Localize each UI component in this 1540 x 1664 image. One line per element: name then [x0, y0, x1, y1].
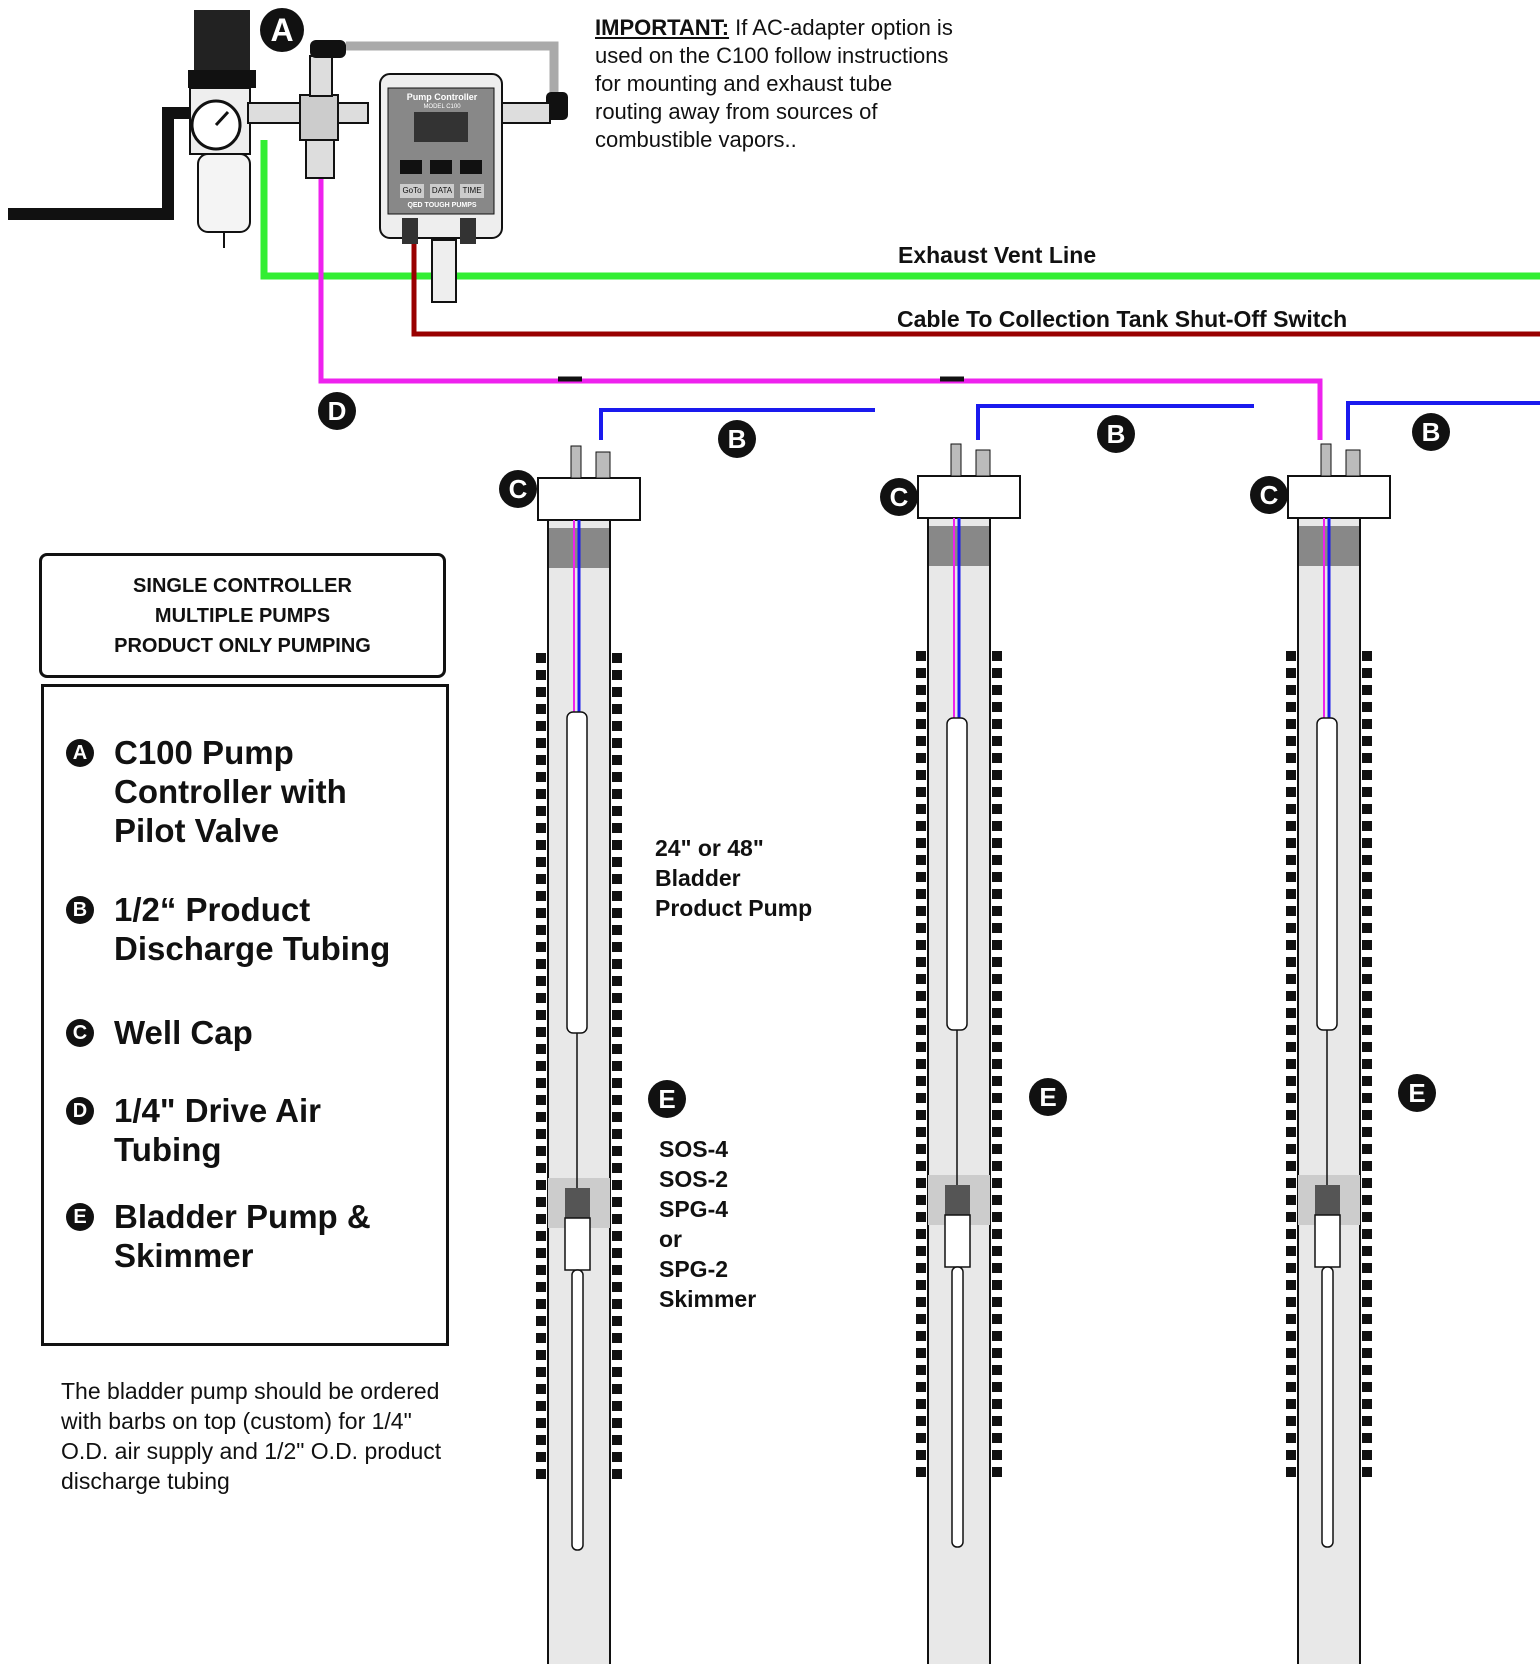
- legend-text-a: C100 Pump Controller with Pilot Valve: [114, 733, 436, 850]
- legend-text-e: Bladder Pump & Skimmer: [114, 1197, 436, 1275]
- skimmer-float-screen-2: [945, 1185, 970, 1215]
- discharge-barb-2: [976, 450, 990, 476]
- legend-badge-e: E: [66, 1203, 94, 1231]
- legend-item-e: E Bladder Pump & Skimmer: [66, 1197, 436, 1275]
- legend-text-b: 1/2“ Product Discharge Tubing: [114, 890, 436, 968]
- legend-text-c: Well Cap: [114, 1013, 436, 1052]
- callout-c-2: C: [880, 478, 918, 516]
- legend-item-c: C Well Cap: [66, 1013, 436, 1052]
- callout-b-1: B: [718, 420, 756, 458]
- legend-item-b: B 1/2“ Product Discharge Tubing: [66, 890, 436, 968]
- callout-a: A: [260, 8, 304, 52]
- controller-title: Pump Controller: [392, 92, 492, 102]
- title-line-2: MULTIPLE PUMPS: [155, 601, 330, 631]
- well-cap-3: [1288, 476, 1390, 518]
- legend-item-d: D 1/4" Drive Air Tubing: [66, 1091, 436, 1169]
- callout-c-3: C: [1250, 476, 1288, 514]
- shutoff-cable-label: Cable To Collection Tank Shut-Off Switch: [897, 306, 1347, 333]
- skimmer-body-1: [565, 1218, 590, 1270]
- controller-model: MODEL C100: [392, 104, 492, 110]
- skimmer-label-6: Skimmer: [659, 1284, 756, 1314]
- skimmer-tail-1: [572, 1270, 583, 1550]
- callout-e-1: E: [648, 1080, 686, 1118]
- callout-e-3: E: [1398, 1074, 1436, 1112]
- skimmer-body-3: [1315, 1215, 1340, 1267]
- footnote: The bladder pump should be ordered with …: [61, 1376, 451, 1496]
- air-barb-1: [571, 446, 581, 478]
- skimmer-body-2: [945, 1215, 970, 1267]
- controller-button-goto: GoTo: [400, 186, 424, 195]
- filter-regulator: [188, 10, 256, 248]
- controller-button-time: TIME: [460, 186, 484, 195]
- supply-air-line: [8, 113, 193, 214]
- skimmer-label-1: SOS-4: [659, 1134, 756, 1164]
- skimmer-label: SOS-4 SOS-2 SPG-4 or SPG-2 Skimmer: [659, 1134, 756, 1314]
- callout-b-3: B: [1412, 413, 1450, 451]
- well-cap-1: [538, 478, 640, 520]
- title-line-3: PRODUCT ONLY PUMPING: [114, 631, 371, 661]
- callout-d: D: [318, 392, 356, 430]
- discharge-barb-1: [596, 452, 610, 478]
- legend-box: A C100 Pump Controller with Pilot Valve …: [41, 684, 449, 1346]
- important-note-heading: IMPORTANT:: [595, 15, 729, 40]
- controller-display: [414, 112, 468, 142]
- skimmer-float-screen-3: [1315, 1185, 1340, 1215]
- diagram-title-box: SINGLE CONTROLLER MULTIPLE PUMPS PRODUCT…: [39, 553, 446, 678]
- legend-badge-c: C: [66, 1019, 94, 1047]
- title-line-1: SINGLE CONTROLLER: [133, 571, 352, 601]
- legend-badge-a: A: [66, 739, 94, 767]
- skimmer-tail-2: [952, 1267, 963, 1547]
- air-barb-2: [951, 444, 961, 476]
- discharge-barb-3: [1346, 450, 1360, 476]
- controller-brand: QED TOUGH PUMPS: [392, 202, 492, 209]
- callout-e-2: E: [1029, 1078, 1067, 1116]
- important-note: IMPORTANT: If AC-adapter option is used …: [595, 14, 955, 154]
- wells-group: [538, 444, 1390, 1664]
- skimmer-label-5: SPG-2: [659, 1254, 756, 1284]
- well-cap-2: [918, 476, 1020, 518]
- callout-c-1: C: [499, 470, 537, 508]
- skimmer-label-4: or: [659, 1224, 756, 1254]
- skimmer-tail-3: [1322, 1267, 1333, 1547]
- pump-label: 24" or 48" Bladder Product Pump: [655, 833, 812, 923]
- legend-text-d: 1/4" Drive Air Tubing: [114, 1091, 436, 1169]
- bladder-pump-2: [947, 718, 967, 1030]
- controller-button-data: DATA: [430, 186, 454, 195]
- legend-badge-d: D: [66, 1097, 94, 1125]
- air-barb-3: [1321, 444, 1331, 476]
- skimmer-float-screen-1: [565, 1188, 590, 1218]
- legend-item-a: A C100 Pump Controller with Pilot Valve: [66, 733, 436, 850]
- legend-badge-b: B: [66, 896, 94, 924]
- callout-b-2: B: [1097, 415, 1135, 453]
- skimmer-label-3: SPG-4: [659, 1194, 756, 1224]
- bladder-pump-1: [567, 712, 587, 1033]
- bladder-pump-3: [1317, 718, 1337, 1030]
- exhaust-vent-label: Exhaust Vent Line: [898, 242, 1096, 269]
- skimmer-label-2: SOS-2: [659, 1164, 756, 1194]
